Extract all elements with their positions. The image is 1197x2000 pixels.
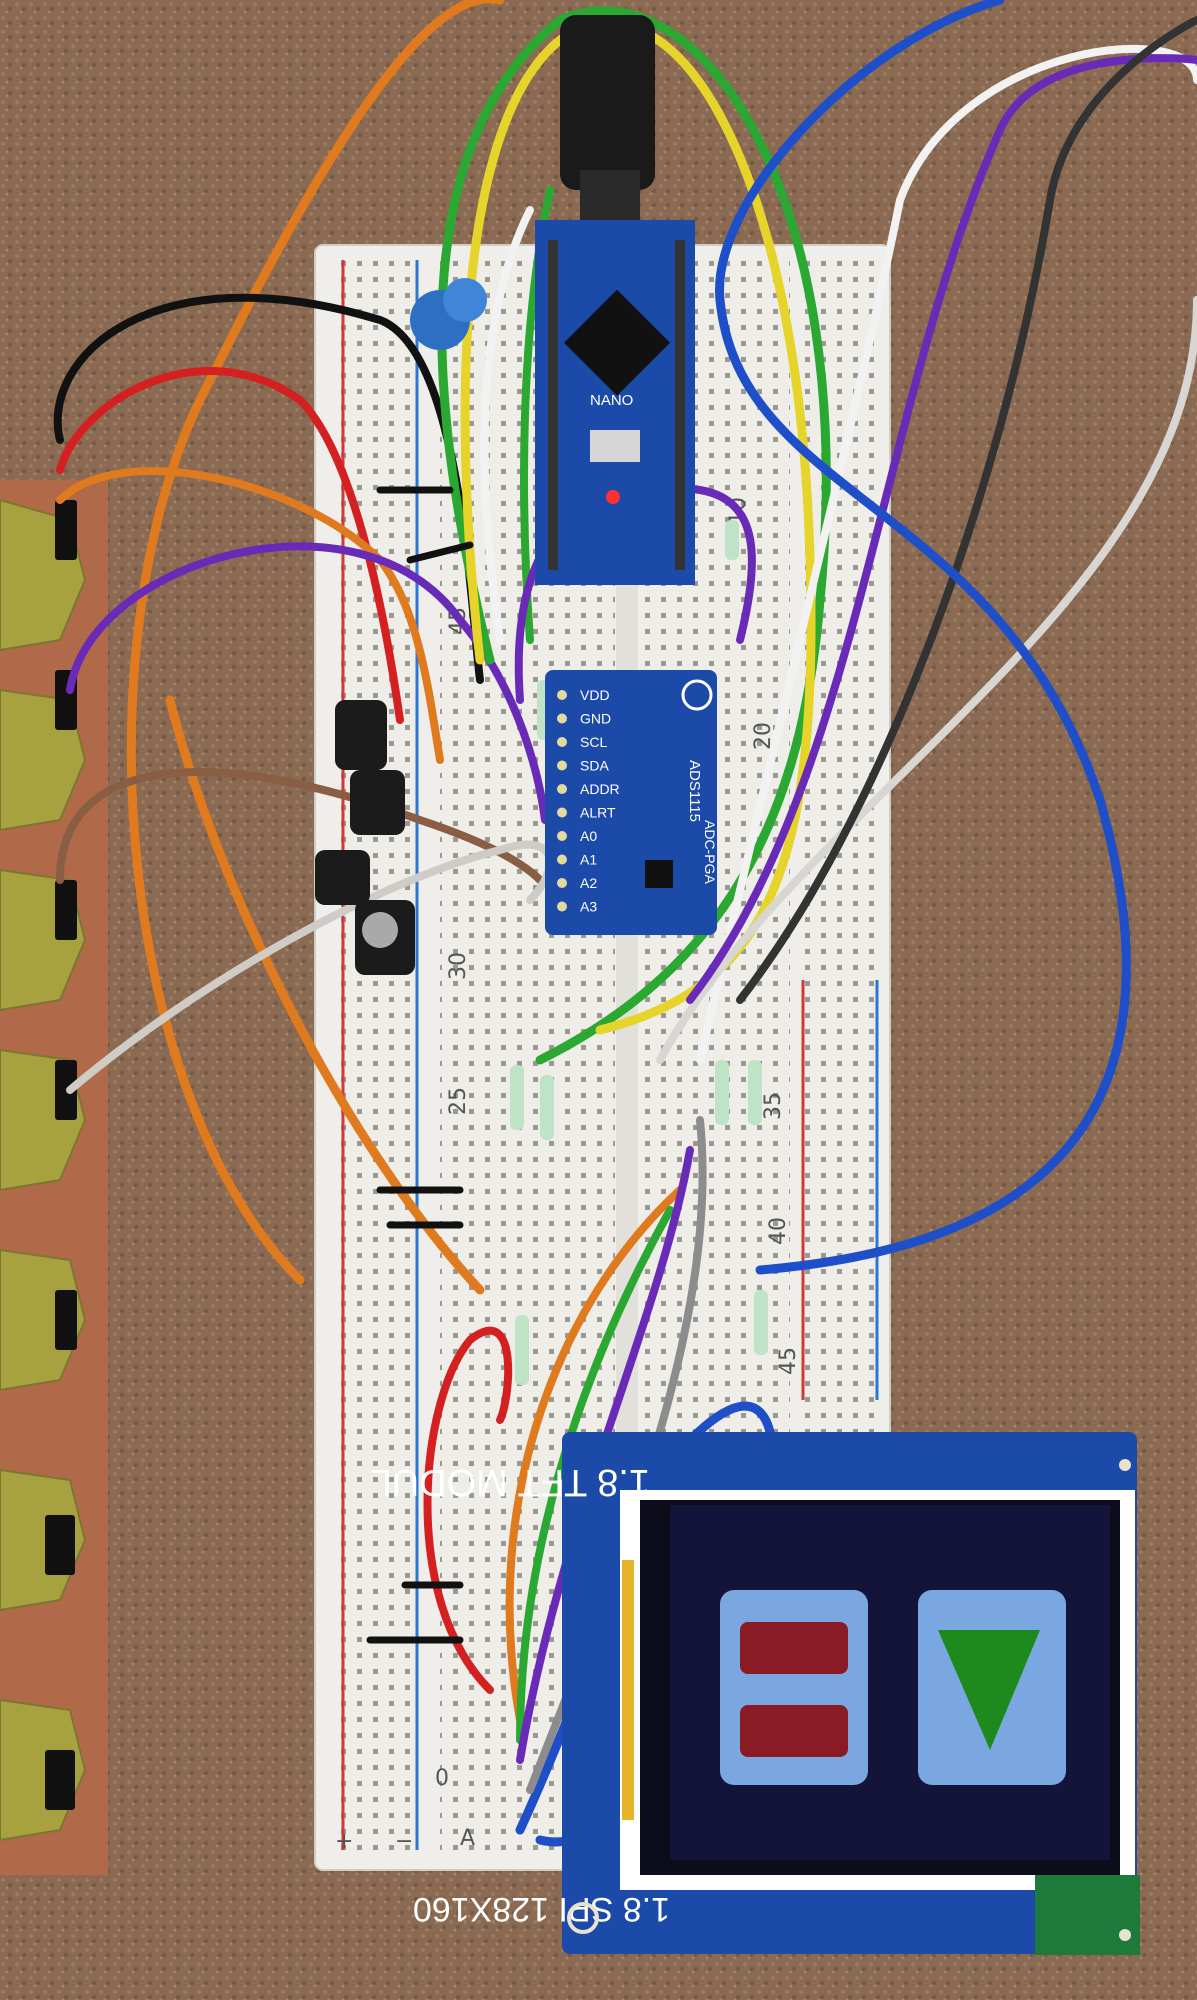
adc-pin-label: A1 (580, 852, 597, 868)
pause-bar-top-icon (740, 1622, 848, 1674)
row-number-0: 0 (435, 1766, 449, 1791)
adc-pin-hole (557, 878, 567, 888)
arduino-nano: NANO (535, 15, 695, 585)
adc-pin-label: SCL (580, 734, 607, 750)
tft-top-label: 1.8 TFT MODUL (371, 1461, 650, 1503)
adc-pin-label: ALRT (580, 805, 616, 821)
adc-pin-label: A0 (580, 828, 597, 844)
copper-pcb-strip (0, 480, 108, 1875)
row-number-30: 30 (446, 952, 471, 980)
adc-pin-hole (557, 784, 567, 794)
adc-pin-hole (557, 713, 567, 724)
nano-label: NANO (590, 392, 633, 409)
adc-pin-hole (557, 760, 567, 771)
play-triangle-icon (938, 1630, 1040, 1750)
adc-pin-label: GND (580, 711, 611, 727)
adc-pin-hole (557, 737, 567, 747)
adc-pin-hole (557, 807, 567, 818)
jumper-wires (53, 0, 1197, 1847)
adc-pin-hole (557, 901, 567, 912)
adc-pin-hole (557, 831, 567, 841)
pause-bar-bottom-icon (740, 1705, 848, 1757)
adc-chip-label: ADS1115 (686, 760, 703, 822)
adc-pin-label: VDD (580, 687, 610, 703)
rail-minus-label: − (395, 1829, 413, 1854)
rail-plus-label: + (335, 1829, 353, 1854)
row-number-45b: 45 (776, 1347, 801, 1375)
tft-bottom-label: 1.8 SPI 128X160 (413, 1890, 670, 1928)
row-number-25: 25 (446, 1087, 471, 1115)
adc-pin-label: ADDR (580, 781, 620, 797)
adc-pin-label: SDA (580, 758, 609, 774)
capacitors (315, 278, 487, 975)
adc-pin-hole (557, 690, 567, 700)
row-letter-a: A (460, 1826, 475, 1851)
short-jumpers (366, 486, 474, 1644)
row-number-35: 35 (761, 1092, 786, 1120)
tft-module: 1.8 TFT MODUL 1.8 SPI 128X160 (371, 1432, 1140, 1955)
adc-pin-label: A2 (580, 875, 597, 891)
adc-pin-hole (557, 854, 567, 865)
adc-board-label: ADC-PGA (702, 820, 718, 884)
row-number-40: 40 (766, 1217, 791, 1245)
adc-pin-label: A3 (580, 899, 597, 915)
